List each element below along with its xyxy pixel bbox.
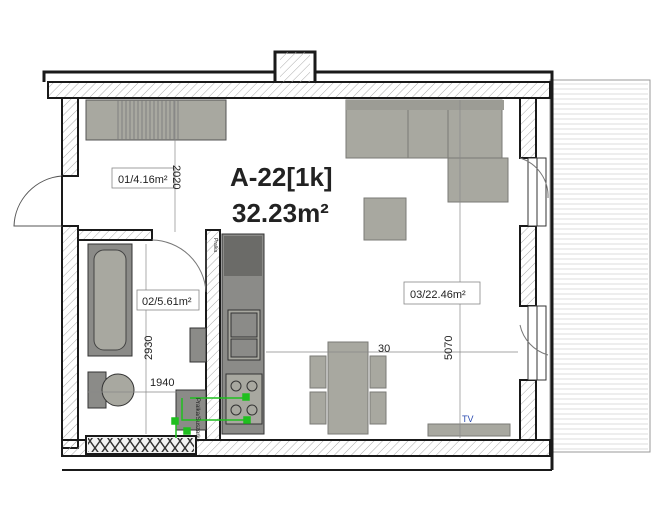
sofa bbox=[345, 99, 509, 203]
kitchen-counter bbox=[221, 233, 265, 435]
side-label: Pralka bbox=[212, 238, 218, 252]
dining-set bbox=[309, 341, 387, 435]
dim-1940: 1940 bbox=[150, 377, 174, 389]
entry-door bbox=[13, 175, 63, 227]
floor-heater bbox=[85, 435, 197, 455]
room-01-box bbox=[111, 167, 175, 189]
washer-dryer bbox=[175, 389, 207, 431]
room-02-box bbox=[136, 289, 200, 311]
bathroom-sink bbox=[189, 327, 207, 363]
terrace bbox=[549, 79, 651, 453]
tv-label: TV bbox=[462, 414, 474, 424]
dimension-lines bbox=[88, 100, 518, 438]
dim-5070: 5070 bbox=[443, 336, 455, 360]
bathtub bbox=[87, 243, 133, 357]
coffee-table bbox=[363, 197, 407, 241]
unit-code: A-22[1k] bbox=[230, 162, 333, 192]
dim-30: 30 bbox=[378, 343, 390, 355]
dim-2020: 2020 bbox=[170, 165, 182, 189]
room-02-label: 02/5.61m² bbox=[142, 296, 192, 308]
room-03-label: 03/22.46m² bbox=[410, 289, 466, 301]
bathroom-walls bbox=[77, 229, 221, 441]
toilet bbox=[87, 371, 135, 409]
room-03-box bbox=[403, 281, 481, 305]
total-area: 32.23m² bbox=[232, 198, 329, 228]
windows bbox=[527, 157, 547, 381]
installation-wiring bbox=[171, 393, 251, 438]
dim-2930: 2930 bbox=[143, 336, 155, 360]
tv-stand bbox=[427, 423, 511, 437]
washer-dryer-label: Pralka/Suszarka bbox=[194, 398, 200, 442]
room-01-label: 01/4.16m² bbox=[118, 174, 168, 186]
wardrobe bbox=[85, 99, 227, 141]
